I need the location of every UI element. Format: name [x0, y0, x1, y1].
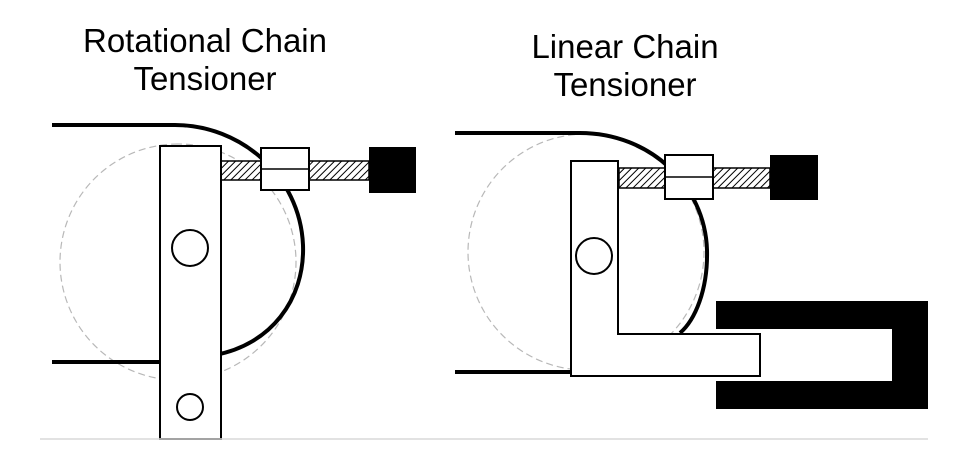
linear-tensioner-title: Linear Chain Tensioner: [460, 28, 790, 104]
linear-tensioner: [455, 131, 928, 409]
pivot-hole-lower: [176, 393, 204, 421]
rotational-tensioner-title: Rotational Chain Tensioner: [40, 22, 370, 98]
mount-block: [770, 155, 818, 200]
chain-upper: [455, 131, 710, 335]
rotational-tensioner: [52, 123, 416, 440]
l-bracket: [570, 160, 761, 377]
linear-title-line1: Linear Chain: [531, 28, 719, 65]
pivot-hole-upper: [171, 229, 209, 267]
slide-rail: [716, 301, 928, 409]
mount-block: [369, 147, 416, 193]
pivot-hole: [575, 237, 613, 275]
rotational-title-line1: Rotational Chain: [83, 22, 327, 59]
chain-upper: [52, 123, 306, 357]
rotational-title-line2: Tensioner: [133, 60, 277, 97]
linear-title-line2: Tensioner: [553, 66, 697, 103]
tensioner-arm: [159, 145, 222, 440]
